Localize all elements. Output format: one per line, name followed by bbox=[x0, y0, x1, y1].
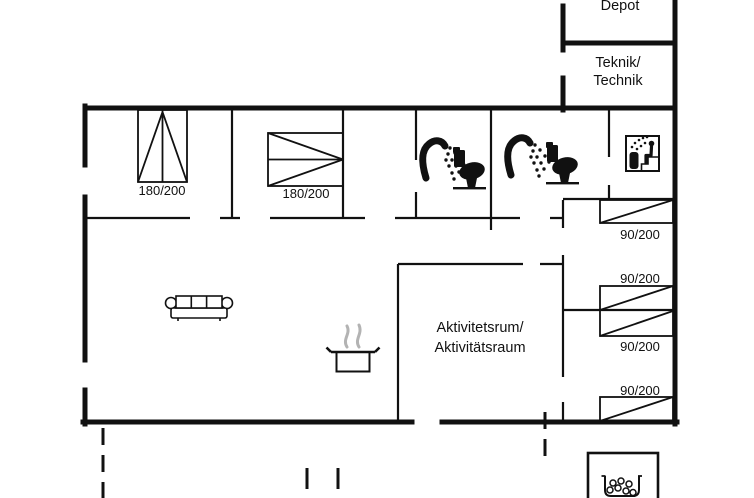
toilet-icon bbox=[453, 147, 487, 190]
bed-size-label: 90/200 bbox=[620, 383, 660, 398]
sauna-icon bbox=[625, 135, 660, 172]
bed-size-label: 90/200 bbox=[620, 271, 660, 286]
walls-interior bbox=[85, 108, 675, 422]
bed-size-label: 180/200 bbox=[282, 186, 330, 201]
room-label-activity: Aktivitetsrum/ bbox=[436, 320, 524, 336]
shower-icon bbox=[508, 138, 551, 178]
single-bed-icon bbox=[599, 199, 674, 224]
walls-outer bbox=[80, 0, 680, 427]
toilet-icon bbox=[546, 142, 580, 185]
single-bed-icon bbox=[599, 396, 674, 422]
single-bed-icon bbox=[599, 309, 674, 337]
room-label-teknik: Teknik/ bbox=[595, 55, 641, 71]
double-bed-icon bbox=[267, 132, 344, 187]
terrace-dashed-line bbox=[101, 412, 547, 498]
bed-size-label: 180/200 bbox=[138, 183, 186, 198]
cooking-pot-icon bbox=[325, 323, 381, 373]
room-label-activity: Aktivitätsraum bbox=[434, 340, 526, 356]
bed-size-label: 90/200 bbox=[620, 339, 660, 354]
single-bed-icon bbox=[599, 285, 674, 311]
sofa-icon bbox=[164, 295, 234, 321]
room-label-depot: Depot bbox=[600, 0, 640, 14]
double-bed-icon bbox=[137, 109, 188, 183]
room-label-teknik: Technik bbox=[593, 73, 643, 89]
bed-size-label: 90/200 bbox=[620, 227, 660, 242]
hot-tub-icon bbox=[586, 451, 660, 498]
